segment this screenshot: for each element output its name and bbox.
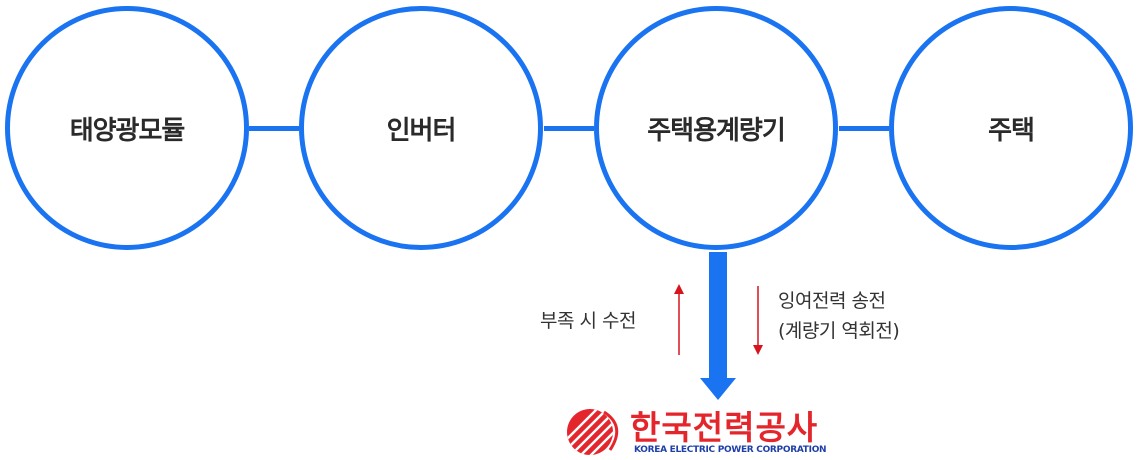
receive-label: 부족 시 수전	[540, 310, 636, 332]
node-label: 인버터	[386, 115, 457, 146]
kepco-logo-english: KOREA ELECTRIC POWER CORPORATION	[634, 445, 827, 455]
send-label-line2: (계량기 역회전)	[778, 320, 900, 342]
kepco-logo-emblem-icon	[567, 409, 619, 455]
node-solar-module: 태양광모듈	[5, 6, 249, 250]
node-home-meter: 주택용계량기	[594, 6, 838, 250]
main-down-arrow-icon	[700, 252, 736, 400]
connector-inverter-meter	[544, 126, 594, 131]
node-house: 주택	[889, 6, 1133, 250]
receive-up-arrow-icon	[674, 284, 684, 294]
node-label: 태양광모듈	[69, 115, 186, 146]
connector-module-inverter	[249, 126, 299, 131]
send-label-line1: 잉여전력 송전	[778, 290, 886, 312]
send-down-arrow-icon	[753, 345, 763, 355]
connector-meter-house	[839, 126, 889, 131]
node-label: 주택	[988, 115, 1035, 146]
kepco-logo-name: 한국전력공사	[630, 408, 819, 447]
node-label: 주택용계량기	[647, 115, 786, 146]
send-label: 잉여전력 송전 (계량기 역회전)	[778, 286, 900, 346]
node-inverter: 인버터	[299, 6, 543, 250]
